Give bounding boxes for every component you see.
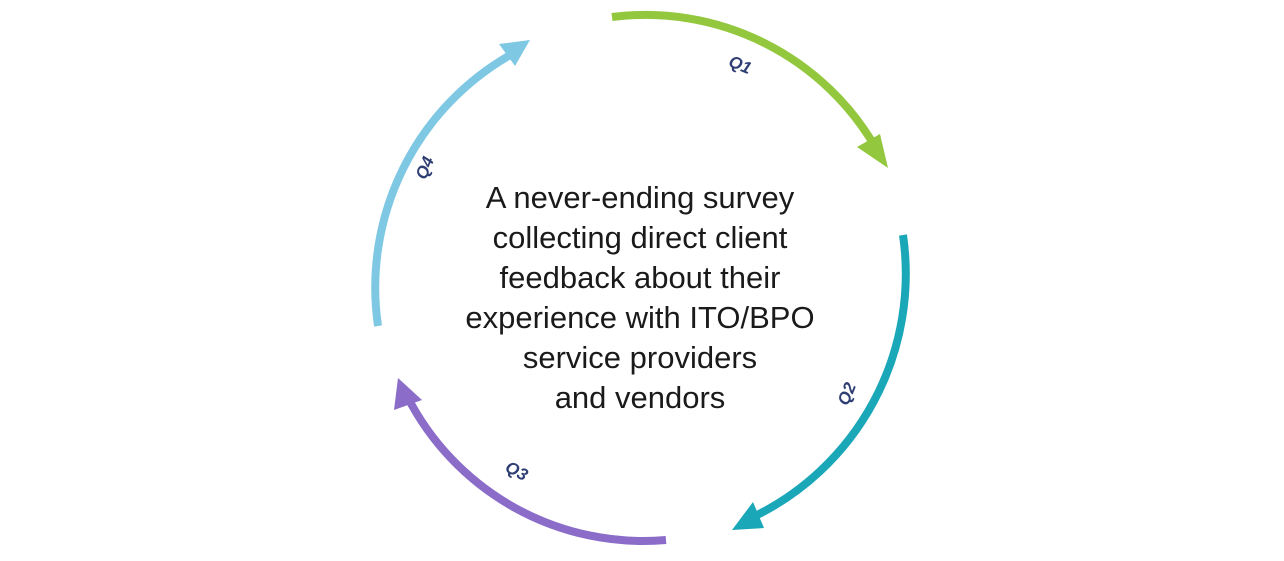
q4-arrow-head-icon xyxy=(499,40,530,66)
description-line: experience with ITO/BPO xyxy=(465,300,815,335)
description-line: collecting direct client xyxy=(492,220,788,255)
q4-arc xyxy=(371,50,514,327)
q3-label: Q3 xyxy=(502,457,531,485)
description-line: service providers xyxy=(522,340,758,375)
segment-q1: Q1 xyxy=(611,10,888,168)
q1-label: Q1 xyxy=(726,52,754,78)
q1-arc xyxy=(611,10,881,152)
q2-arrow-head-icon xyxy=(732,502,764,530)
description-line: and vendors xyxy=(554,380,726,415)
q1-arrow-head-icon xyxy=(857,134,888,168)
cycle-description: A never-ending survey collecting direct … xyxy=(420,178,860,418)
q3-arrow-head-icon xyxy=(394,378,422,410)
description-line: feedback about their xyxy=(499,260,781,295)
q2-arc xyxy=(749,234,910,522)
q3-arc xyxy=(403,394,667,545)
description-line: A never-ending survey xyxy=(485,180,795,215)
